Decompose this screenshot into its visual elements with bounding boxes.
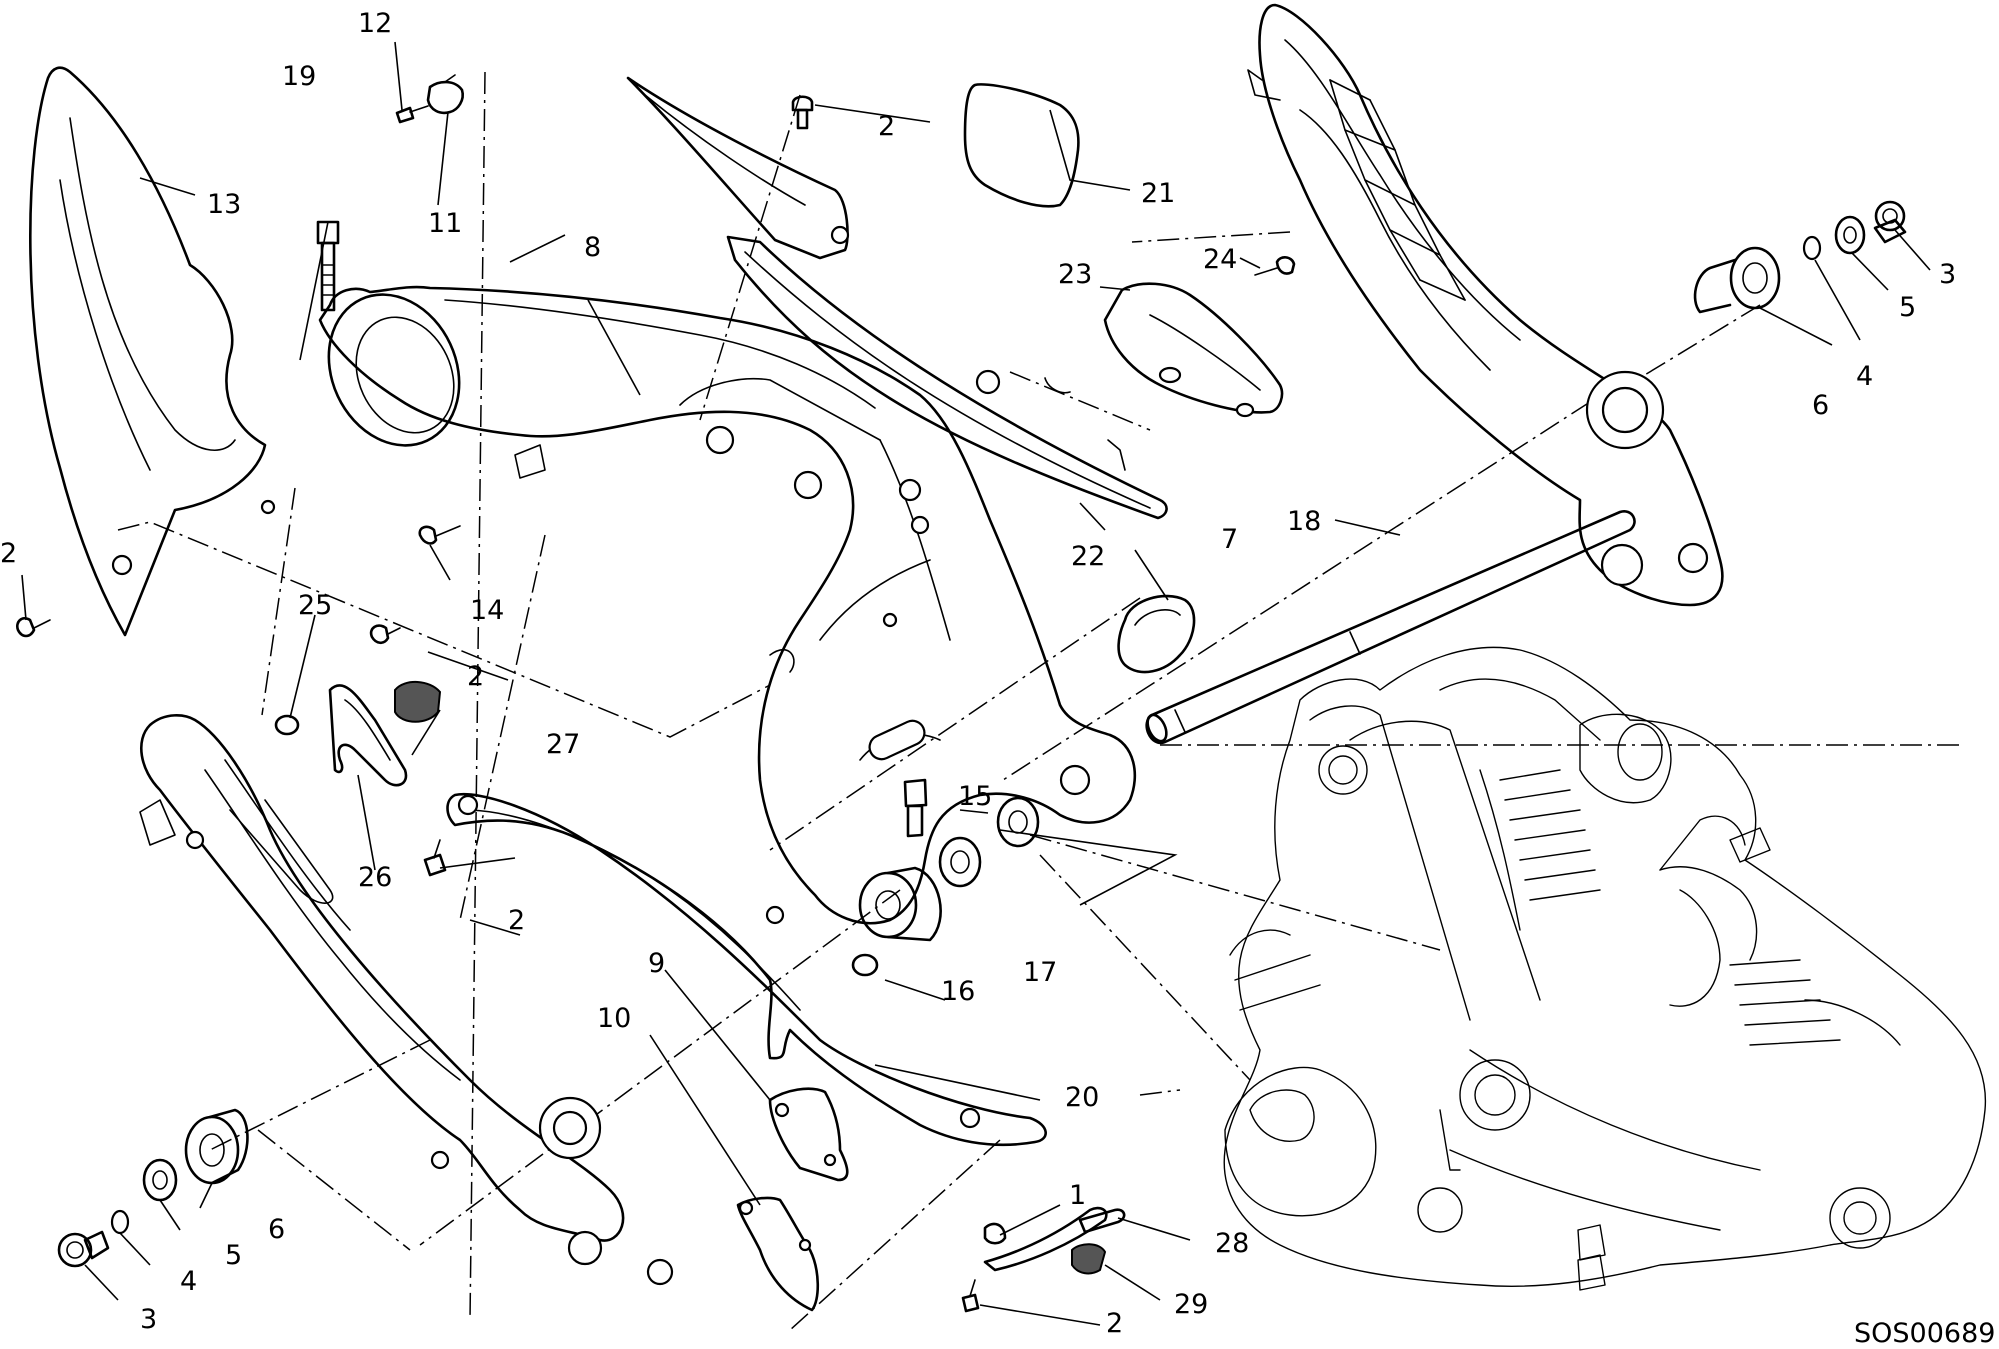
callout-2: 2: [467, 661, 484, 692]
callout-6: 6: [268, 1214, 285, 1245]
part-13-rear-hugger: [29, 66, 276, 637]
callout-2: 2: [1106, 1308, 1123, 1339]
callout-29: 29: [1174, 1289, 1208, 1320]
part-23-cover: [1103, 282, 1284, 418]
parts-3-4-5-6-right: [1693, 200, 1907, 314]
callout-18: 18: [1287, 506, 1321, 537]
callout-4: 4: [1856, 361, 1873, 392]
callout-9: 9: [648, 948, 665, 979]
callout-26: 26: [358, 862, 392, 893]
callout-4: 4: [180, 1266, 197, 1297]
callouts: 1 2 2 2 2 2 3 3 4 4 5 5 6 6 7 8 9 10 11 …: [0, 8, 1995, 1349]
callout-11: 11: [428, 208, 462, 239]
callout-27: 27: [546, 729, 580, 760]
callout-12: 12: [358, 8, 392, 39]
callout-7: 7: [1221, 524, 1238, 555]
callout-23: 23: [1058, 259, 1092, 290]
part-22-chain-guard: [626, 76, 1168, 520]
callout-19: 19: [282, 61, 316, 92]
part-12-screw: [395, 105, 429, 124]
part-26-clip: [328, 684, 408, 787]
callout-1: 1: [1069, 1180, 1086, 1211]
drawing-code: SOS00689: [1854, 1318, 1995, 1349]
part-18-pivot-shaft: [1145, 510, 1636, 745]
callout-13: 13: [207, 189, 241, 220]
part-27-grommet: [394, 681, 442, 723]
parts-3-4-5-6-left: [57, 1108, 249, 1268]
callout-2: 2: [508, 905, 525, 936]
engine-outline: [1223, 646, 1987, 1291]
callout-17: 17: [1023, 957, 1057, 988]
callout-16: 16: [941, 976, 975, 1007]
parts-1-28-29: [983, 1206, 1126, 1275]
callout-15: 15: [958, 781, 992, 812]
callout-24: 24: [1203, 244, 1237, 275]
callout-2: 2: [0, 538, 17, 569]
callout-28: 28: [1215, 1228, 1249, 1259]
leader-lines: [21, 41, 1931, 1326]
callout-22: 22: [1071, 541, 1105, 572]
part-19-bolt: [316, 220, 340, 312]
callout-6: 6: [1812, 390, 1829, 421]
part-left-footpeg-bracket: [139, 714, 674, 1286]
callout-5: 5: [1899, 292, 1916, 323]
callout-14: 14: [470, 595, 504, 626]
screws: [16, 95, 1296, 1313]
callout-25: 25: [298, 590, 332, 621]
callout-2: 2: [878, 111, 895, 142]
callout-21: 21: [1141, 178, 1175, 209]
part-21-pad: [963, 83, 1080, 208]
part-8-swingarm: [318, 285, 1137, 925]
callout-8: 8: [584, 232, 601, 263]
part-9-bracket: [768, 1087, 849, 1182]
part-11-clamp: [426, 74, 464, 115]
part-7-grommet: [1117, 594, 1196, 674]
part-10-bracket: [736, 1196, 820, 1312]
part-right-footpeg-bracket: [1247, 3, 1724, 607]
callout-3: 3: [1939, 259, 1956, 290]
part-20-chain-slider: [446, 792, 1047, 1147]
callout-3: 3: [140, 1304, 157, 1335]
callout-5: 5: [225, 1240, 242, 1271]
callout-10: 10: [597, 1003, 631, 1034]
callout-20: 20: [1065, 1082, 1099, 1113]
part-25-nut: [274, 714, 300, 736]
